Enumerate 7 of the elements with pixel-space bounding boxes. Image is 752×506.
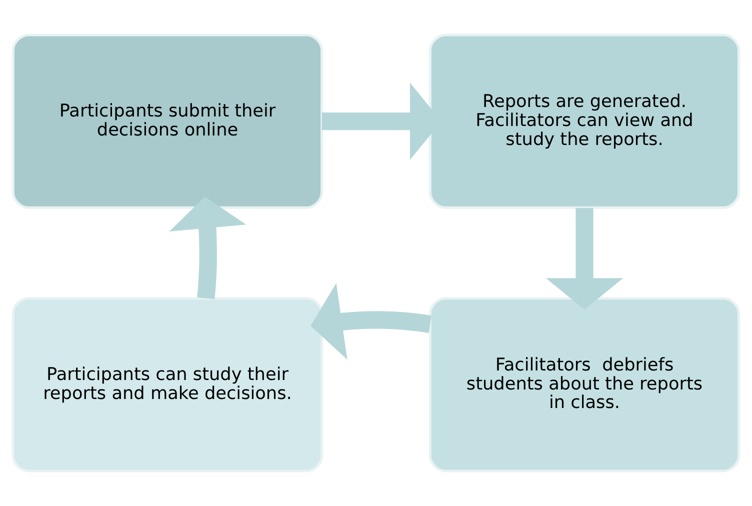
node-box: Participants submit their decisions online: [12, 34, 324, 209]
arrow: [310, 283, 432, 360]
arrow: [546, 208, 624, 310]
node-box: Reports are generated. Facilitators can view and study the reports.: [428, 34, 740, 209]
node-box: Participants can study their reports and make decisions.: [12, 297, 324, 472]
arrow: [169, 196, 246, 300]
node-box: Facilitators debriefs students about the reports in class.: [428, 297, 740, 472]
